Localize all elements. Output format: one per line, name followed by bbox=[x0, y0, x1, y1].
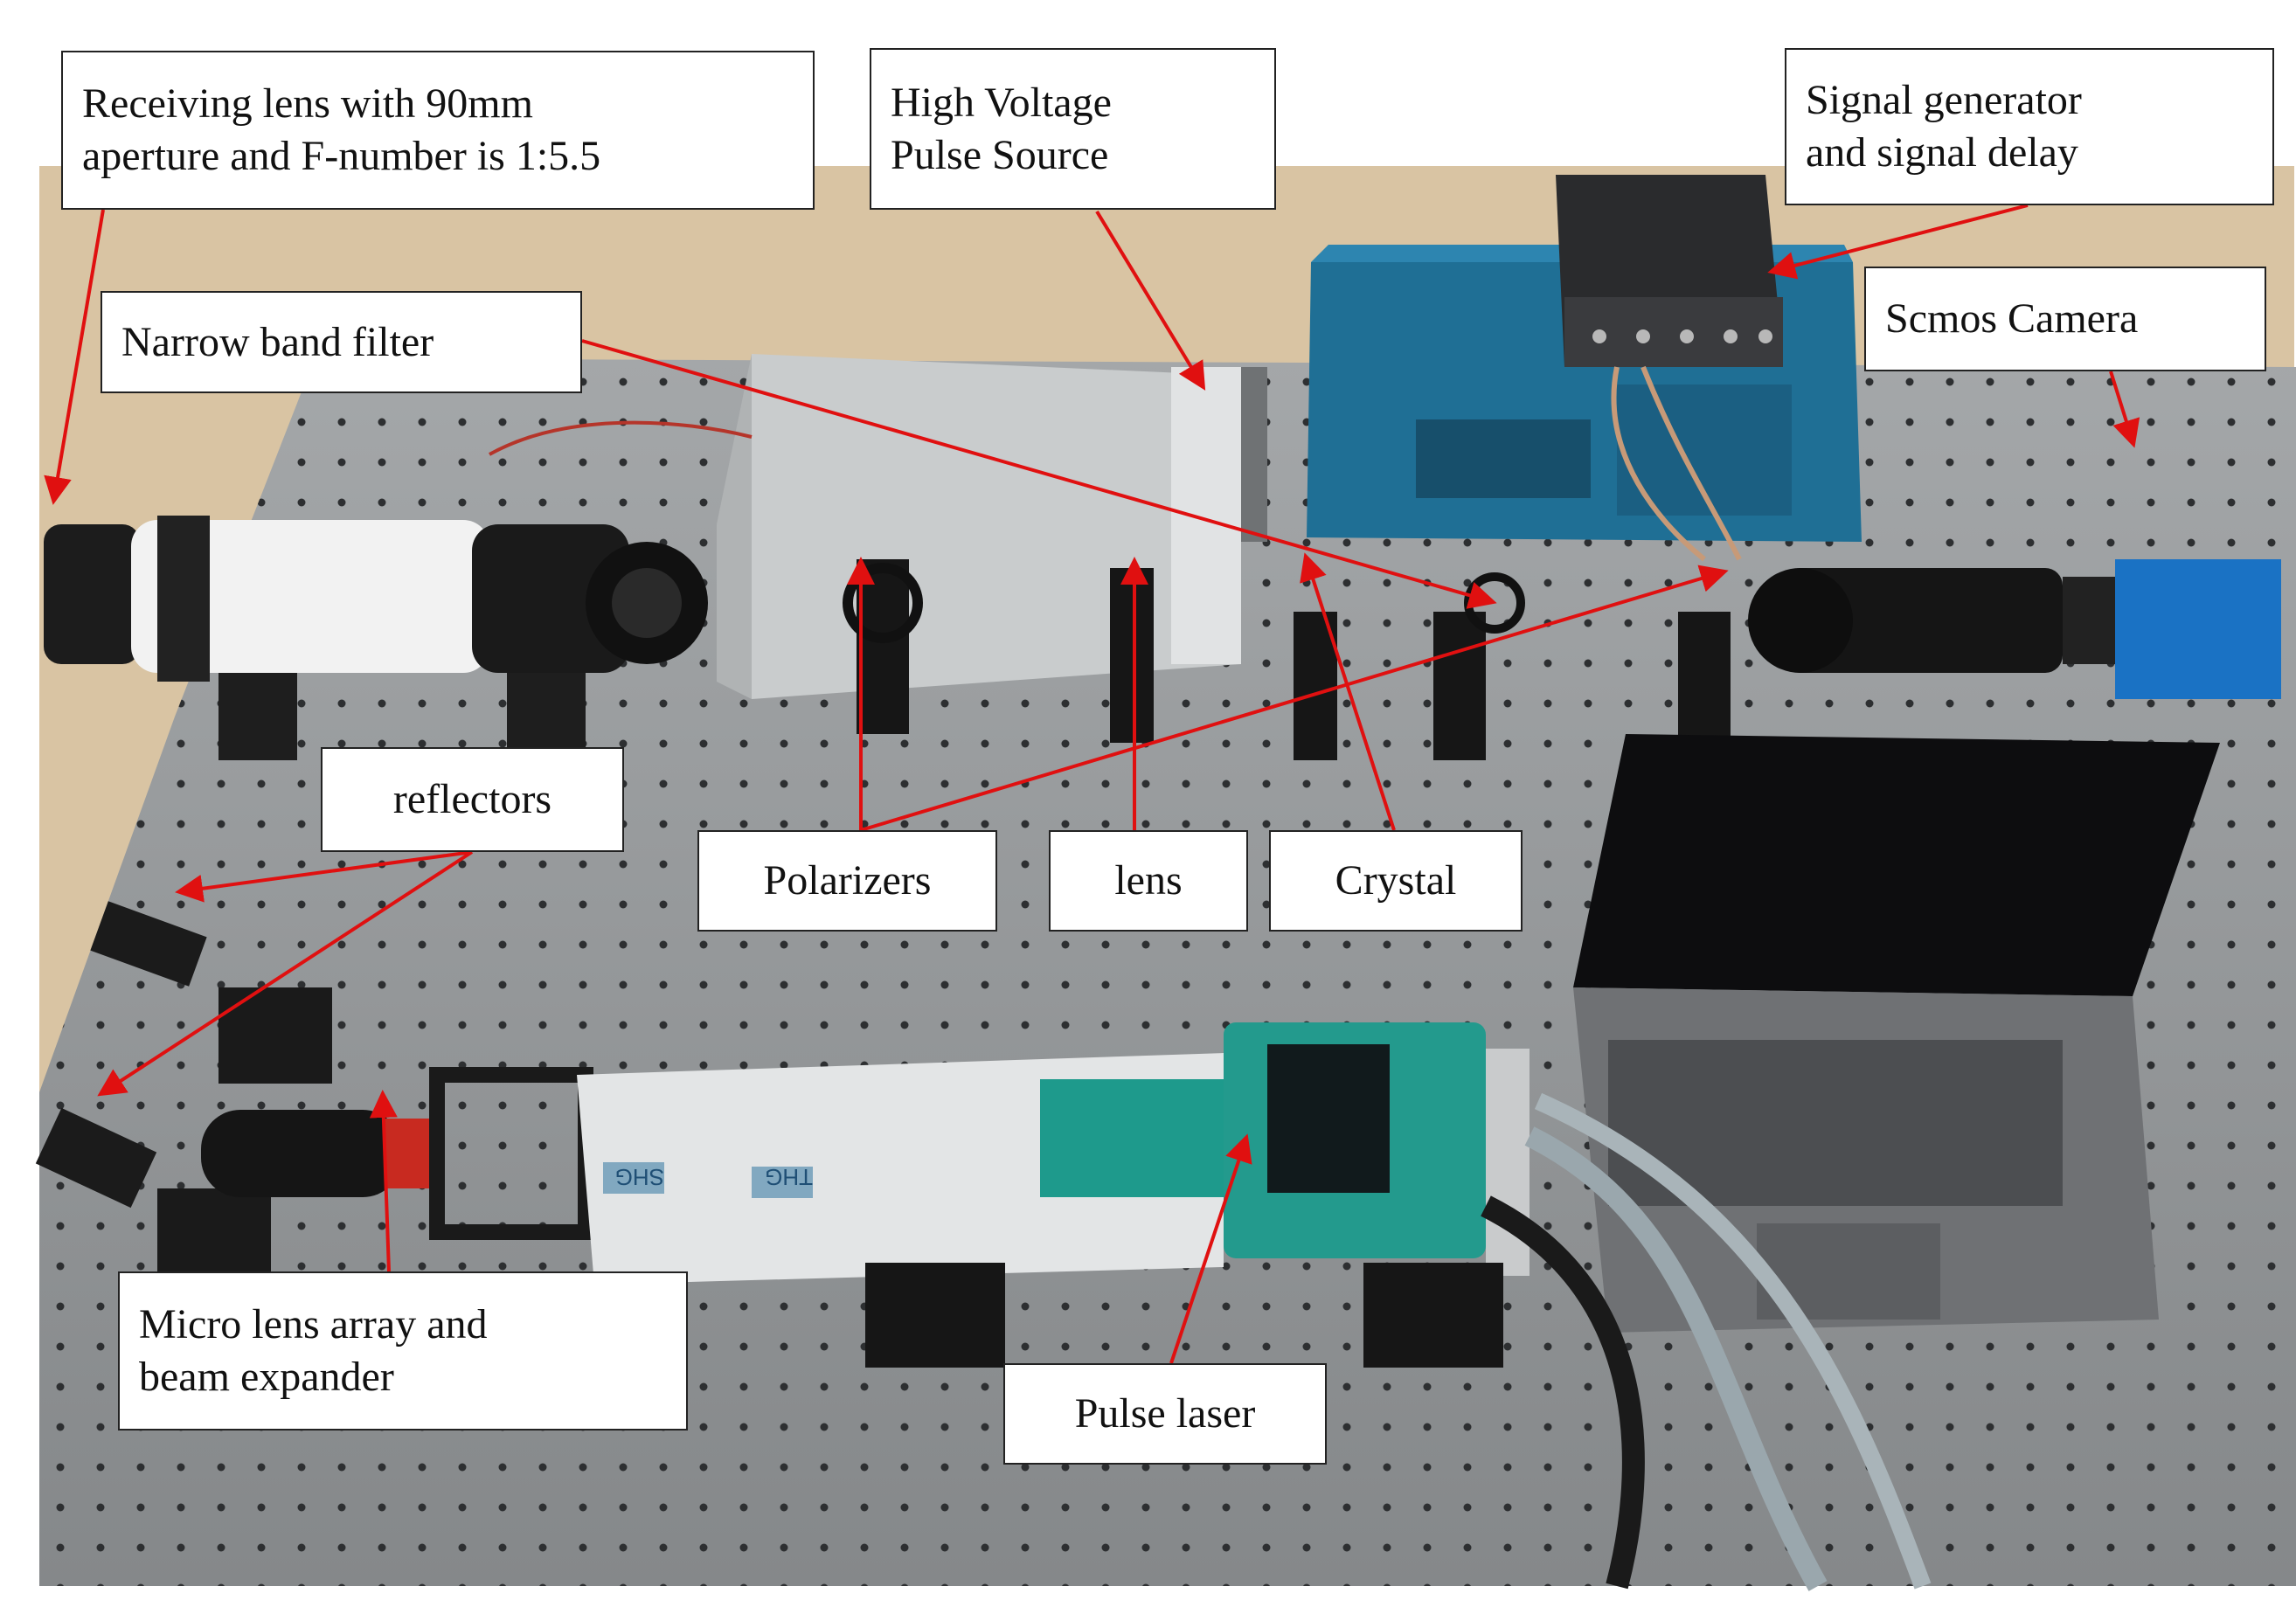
laptop bbox=[1573, 734, 2220, 1333]
label-signal-generator: Signal generator and signal delay bbox=[1785, 48, 2274, 205]
arrow-receiving-lens bbox=[44, 209, 105, 505]
label-scmos-camera: Scmos Camera bbox=[1864, 267, 2266, 371]
annotation-arrows bbox=[44, 204, 2140, 1364]
label-crystal: Crystal bbox=[1269, 830, 1523, 932]
label-narrow-band-filter: Narrow band filter bbox=[101, 291, 582, 393]
thg-module-label: THG bbox=[765, 1164, 813, 1190]
arrow-crystal bbox=[1300, 552, 1396, 831]
arrow-narrow-band-filter bbox=[581, 339, 1497, 609]
arrow-reflector-1 bbox=[175, 850, 473, 903]
label-lens: lens bbox=[1049, 830, 1248, 932]
cable bbox=[1611, 366, 1706, 562]
cable bbox=[489, 420, 753, 456]
reflector-mirrors bbox=[35, 901, 332, 1285]
label-receiving-lens: Receiving lens with 90mm aperture and F-… bbox=[61, 51, 815, 210]
arrow-scmos-camera bbox=[2109, 371, 2140, 448]
cable bbox=[1640, 365, 1742, 561]
beam-expander bbox=[201, 1067, 593, 1240]
laser-cable bbox=[1481, 1195, 1645, 1590]
shg-module-label: SHG bbox=[615, 1164, 664, 1190]
label-reflectors: reflectors bbox=[321, 747, 624, 852]
label-polarizers: Polarizers bbox=[697, 830, 997, 932]
laser-cable bbox=[1524, 1126, 1828, 1591]
high-voltage-pulse-source bbox=[717, 354, 1267, 699]
label-pulse-laser: Pulse laser bbox=[1003, 1363, 1327, 1465]
laser-cable bbox=[1534, 1092, 1932, 1590]
arrow-hv-pulse-source bbox=[1095, 210, 1206, 391]
pulse-laser: SHG THG bbox=[577, 1022, 1530, 1368]
arrow-micro-lens-array bbox=[369, 1090, 398, 1272]
label-hv-pulse-source: High Voltage Pulse Source bbox=[870, 48, 1276, 210]
arrow-pulse-laser bbox=[1169, 1133, 1252, 1364]
arrow-signal-generator bbox=[1767, 204, 2029, 280]
signal-generator-box bbox=[1556, 175, 1783, 367]
arrow-polarizer-2 bbox=[860, 565, 1729, 832]
optical-mounts bbox=[843, 559, 1731, 760]
arrow-reflector-2 bbox=[97, 850, 474, 1097]
receiving-lens-telescope bbox=[44, 516, 708, 760]
scmos-camera bbox=[1748, 559, 2281, 699]
label-micro-lens-array: Micro lens array and beam expander bbox=[118, 1271, 688, 1430]
